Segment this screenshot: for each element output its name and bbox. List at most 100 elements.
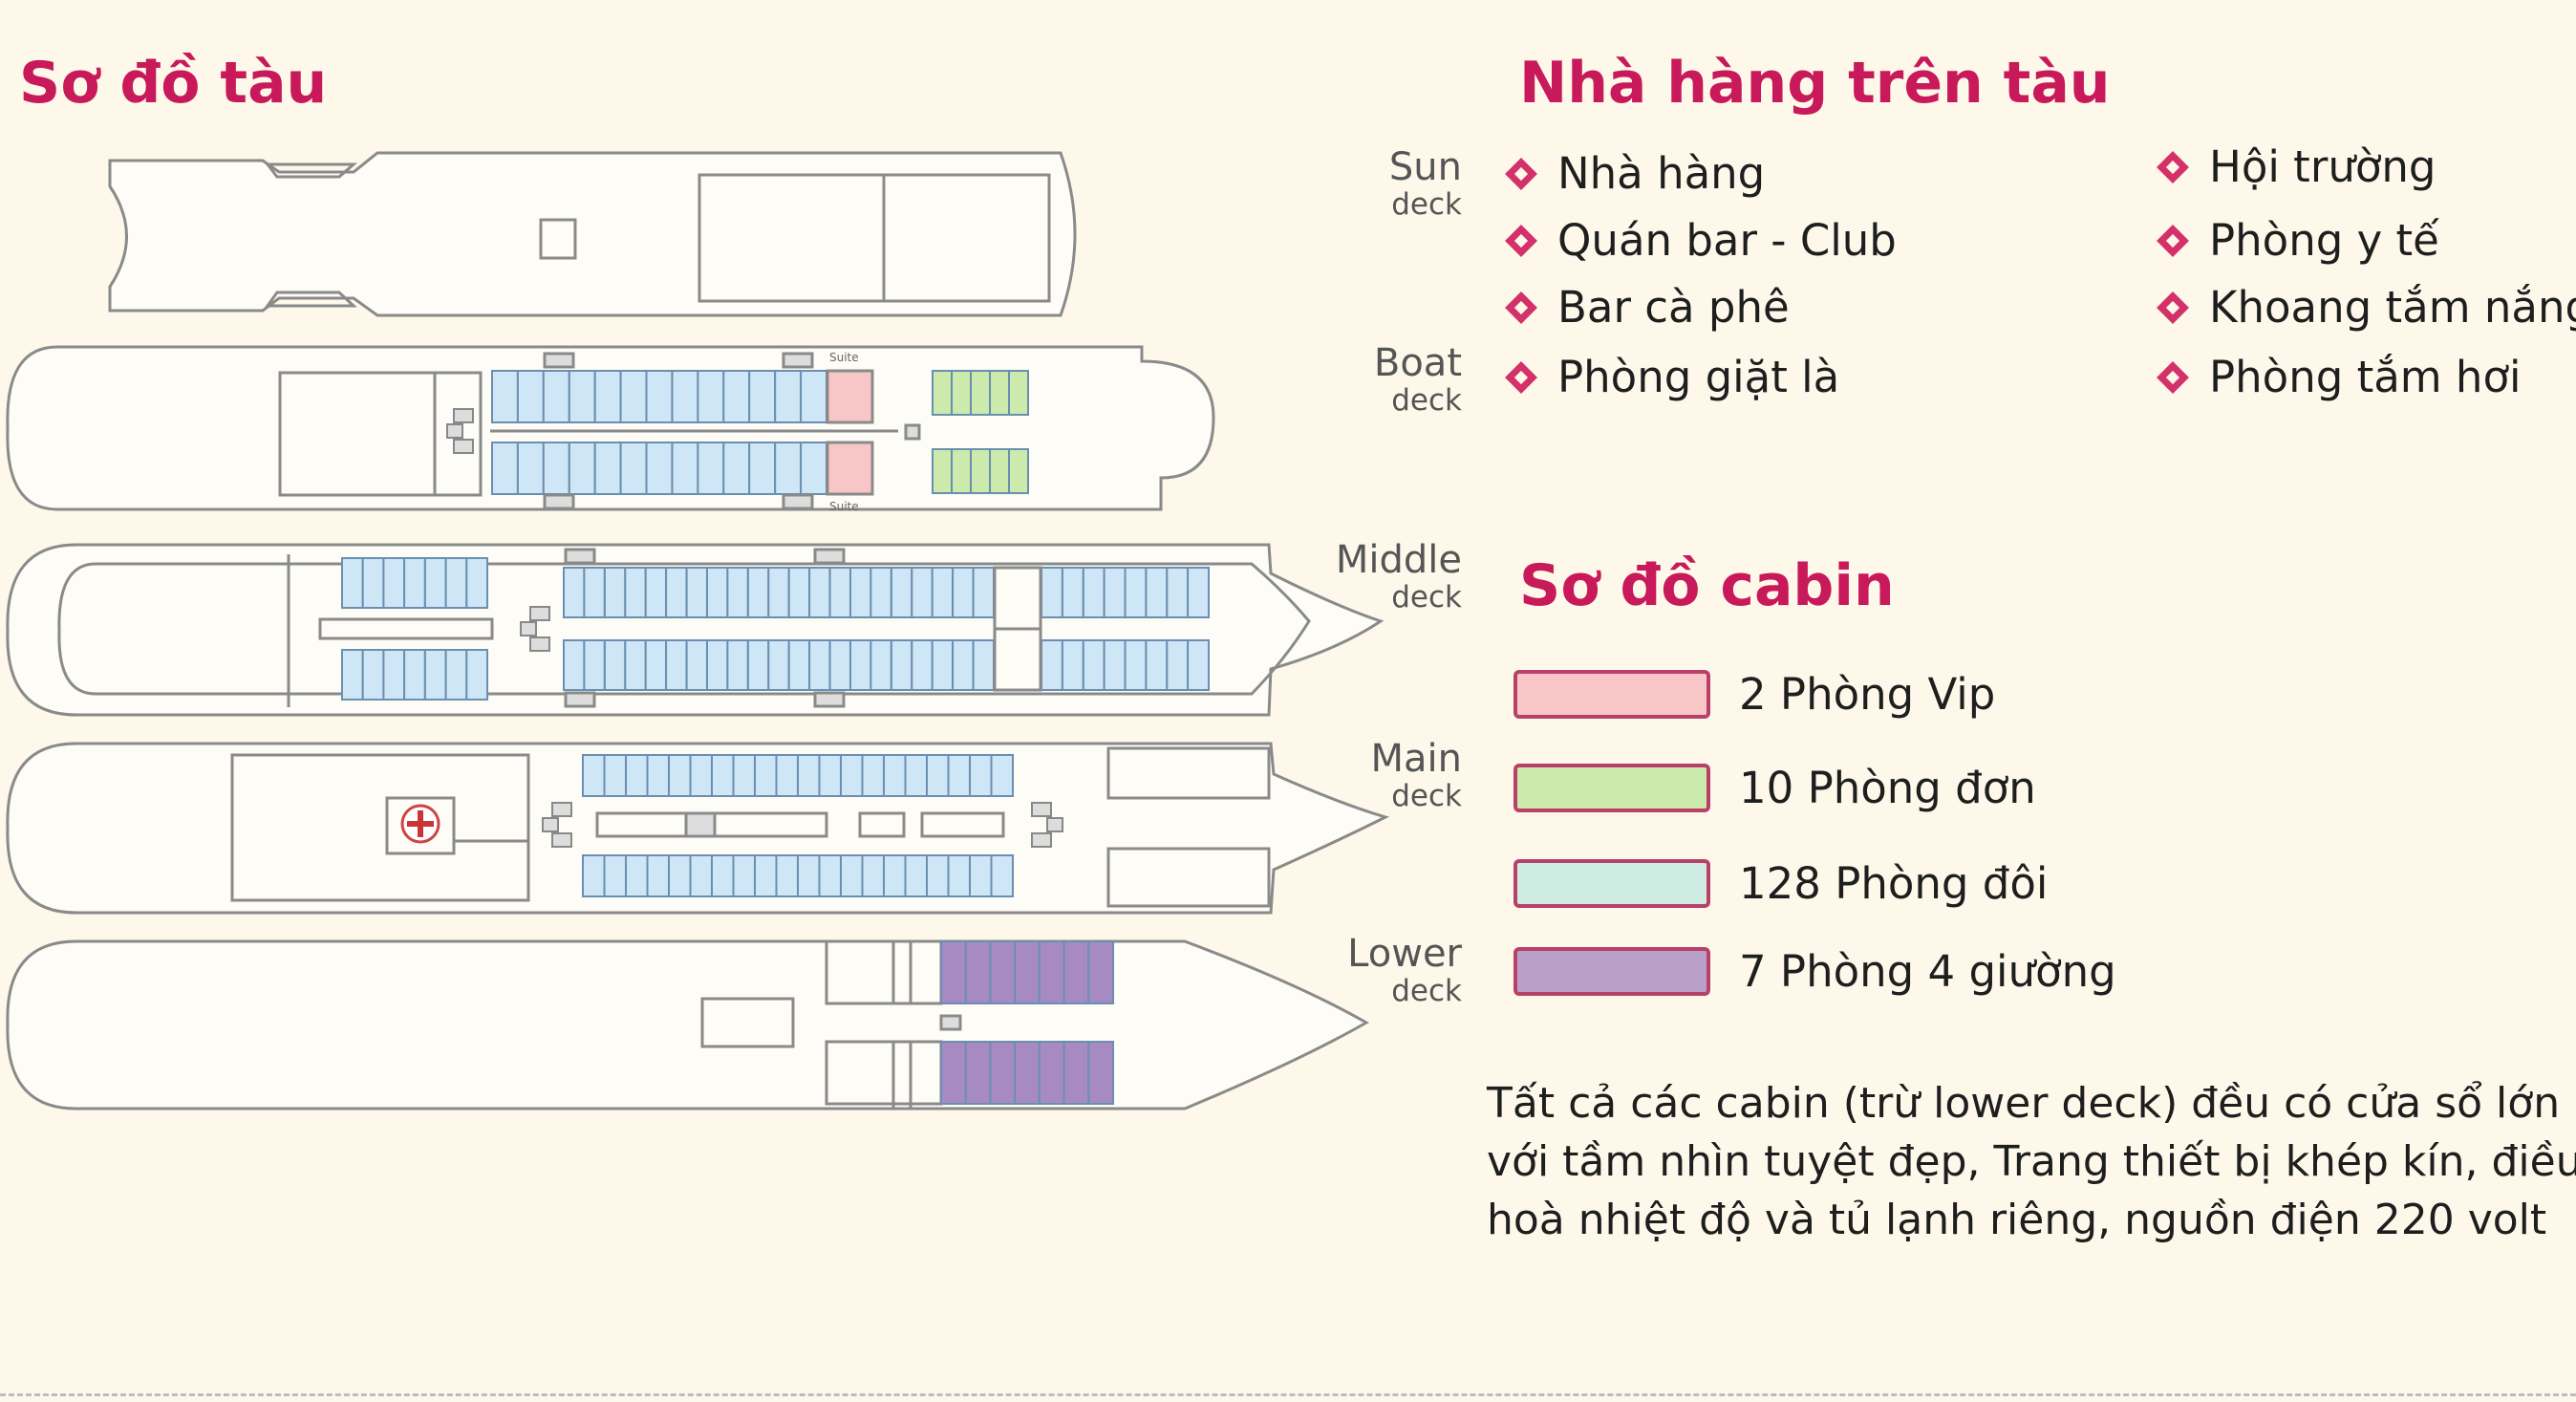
- ship-map-title: Sơ đồ tàu: [19, 50, 328, 117]
- ship-deck-plan: Suite Suite: [6, 151, 1390, 1111]
- double-cabin: [665, 639, 688, 691]
- double-cabin: [403, 557, 426, 609]
- deck-name: Middle: [1335, 538, 1462, 582]
- double-cabin: [582, 854, 606, 897]
- double-cabin: [797, 854, 821, 897]
- diamond-bullet-icon: [1505, 157, 1537, 190]
- double-cabin: [818, 754, 842, 797]
- double-cabin: [568, 442, 596, 495]
- deck-name: Sun: [1388, 145, 1462, 189]
- double-cabin: [1187, 639, 1210, 691]
- cabin-legend-title: Sơ đồ cabin: [1519, 552, 1895, 619]
- double-cabin: [1124, 567, 1148, 618]
- quad-color-swatch: [1513, 947, 1710, 996]
- double-cabin: [754, 754, 778, 797]
- double-cabin: [748, 370, 777, 423]
- note-line: Tất cả các cabin (trừ lower deck) đều có…: [1487, 1079, 2561, 1128]
- quad-cabin: [964, 940, 992, 1004]
- double-cabin: [619, 370, 648, 423]
- double-cabin: [689, 854, 713, 897]
- quad-cabin: [1063, 940, 1090, 1004]
- double-cabin: [568, 370, 596, 423]
- double-cabin: [1187, 567, 1210, 618]
- double-cabin: [808, 567, 831, 618]
- middle-stairs-icon: [520, 606, 550, 652]
- double-cabin: [619, 442, 648, 495]
- double-cabin: [671, 370, 699, 423]
- cabin-legend-item-double: 128 Phòng đôi: [1513, 858, 2048, 909]
- double-cabin: [808, 639, 831, 691]
- double-cabin: [883, 754, 907, 797]
- double-cabin: [491, 442, 519, 495]
- single-color-swatch: [1513, 764, 1710, 812]
- double-cabin: [890, 639, 913, 691]
- double-cabin: [746, 567, 770, 618]
- double-cabin: [767, 567, 790, 618]
- main-deck-plan: [6, 742, 1390, 915]
- facility-label: Nhà hàng: [1557, 148, 1766, 199]
- double-cabin: [625, 854, 649, 897]
- suite-label-bottom: Suite: [829, 500, 859, 513]
- double-cabin: [624, 567, 647, 618]
- double-cabin: [797, 754, 821, 797]
- double-cabin: [603, 639, 627, 691]
- double-cabin: [869, 639, 892, 691]
- double-cabin: [671, 442, 699, 495]
- double-cabin: [1041, 639, 1063, 691]
- double-cabin: [465, 557, 488, 609]
- deck-label-lower: Lower deck: [1299, 935, 1462, 1006]
- vip-color-swatch: [1513, 670, 1710, 719]
- double-cabin: [361, 557, 385, 609]
- double-cabin: [947, 854, 971, 897]
- double-cabin: [869, 567, 892, 618]
- cabin-legend-item-vip: 2 Phòng Vip: [1513, 669, 1995, 720]
- facility-label: Khoang tắm nắng: [2209, 282, 2576, 333]
- double-cabin: [1041, 567, 1063, 618]
- double-cabin: [746, 639, 770, 691]
- facility-item: Bar cà phê: [1505, 282, 1790, 333]
- double-cabin: [972, 639, 995, 691]
- double-cabin: [444, 557, 468, 609]
- double-cabin: [403, 649, 426, 701]
- double-cabin: [593, 370, 622, 423]
- quad-cabin: [1038, 1041, 1065, 1105]
- double-cabin: [849, 567, 872, 618]
- double-cabin: [1145, 639, 1169, 691]
- double-cabin: [444, 649, 468, 701]
- double-cabin: [1166, 567, 1190, 618]
- quad-cabin: [1038, 940, 1065, 1004]
- double-cabin: [645, 442, 674, 495]
- facility-item: Hội trường: [2157, 141, 2436, 192]
- deck-label-sun: Sun deck: [1299, 148, 1462, 220]
- boat-double-cabins-top: [491, 370, 827, 423]
- double-cabin: [969, 754, 993, 797]
- diamond-bullet-icon: [1505, 224, 1537, 257]
- diamond-bullet-icon: [1505, 360, 1537, 394]
- double-cabin: [1082, 567, 1106, 618]
- double-cabin: [542, 370, 570, 423]
- double-cabin: [947, 754, 971, 797]
- single-cabin: [932, 370, 953, 416]
- double-cabin: [775, 754, 799, 797]
- double-cabin: [926, 754, 950, 797]
- double-cabin: [840, 754, 864, 797]
- quad-cabin: [940, 940, 967, 1004]
- double-cabin: [583, 567, 606, 618]
- double-cabin: [767, 639, 790, 691]
- double-cabin: [563, 567, 586, 618]
- vip-cabin-bottom: [826, 441, 874, 496]
- deck-label-middle: Middle deck: [1299, 541, 1462, 613]
- facility-item: Phòng tắm hơi: [2157, 352, 2522, 402]
- double-cabin: [883, 854, 907, 897]
- double-color-swatch: [1513, 859, 1710, 908]
- deck-sub: deck: [1391, 974, 1462, 1008]
- double-cabin: [603, 754, 627, 797]
- vip-cabin-top: [826, 369, 874, 424]
- diamond-bullet-icon: [2157, 360, 2189, 394]
- double-cabin: [341, 649, 364, 701]
- main-stairs-left-icon: [542, 802, 572, 848]
- single-cabin: [951, 448, 972, 494]
- double-cabin: [911, 567, 934, 618]
- double-cabin: [732, 754, 756, 797]
- double-cabin: [1124, 639, 1148, 691]
